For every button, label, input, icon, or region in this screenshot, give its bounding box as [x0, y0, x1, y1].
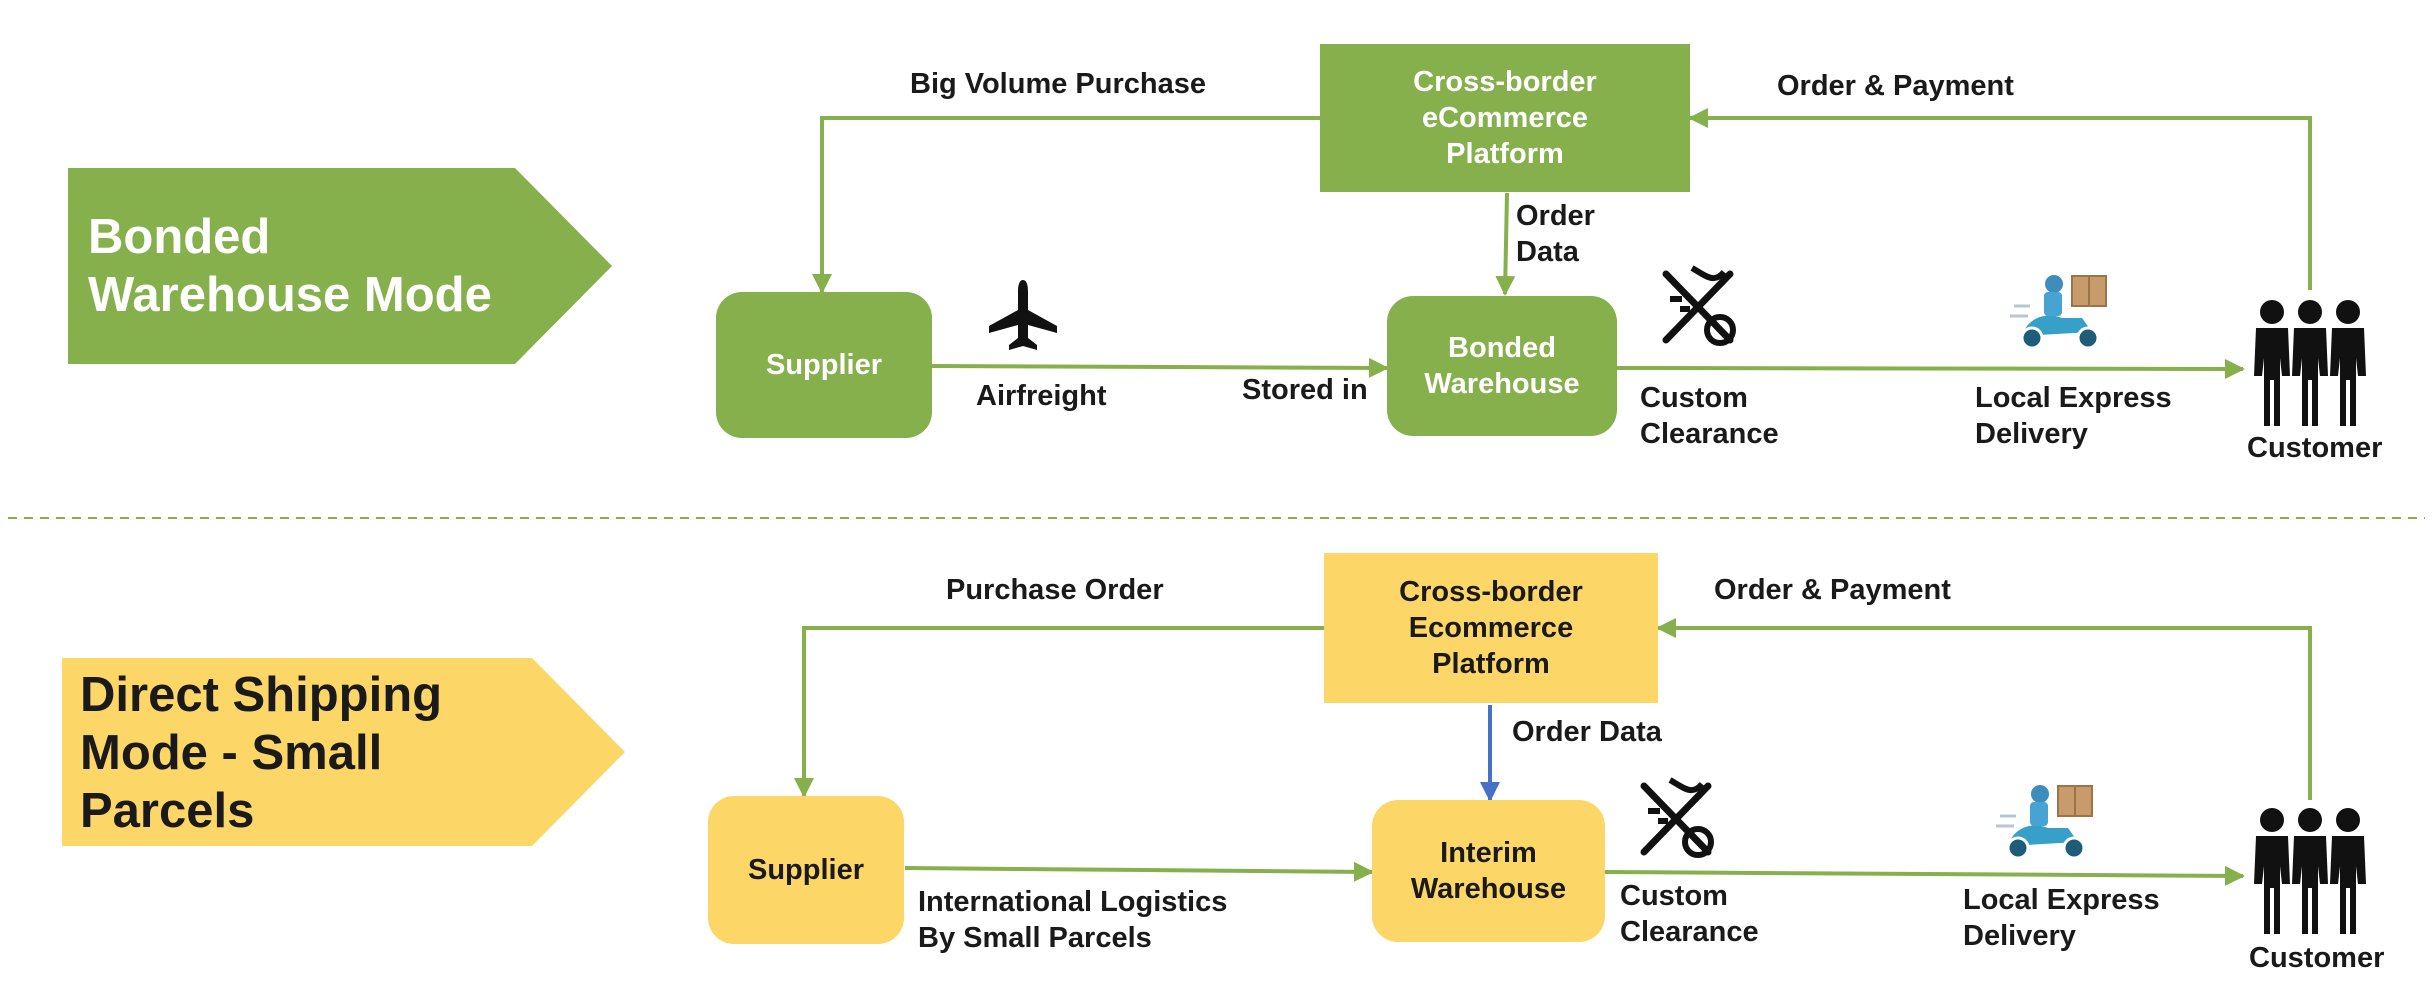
direct-banner-shape: [62, 658, 625, 846]
bonded-platform-box: Cross-border eCommerce Platform: [1320, 44, 1690, 192]
interim-warehouse-box: Interim Warehouse: [1372, 800, 1605, 942]
bonded-banner-shape: [68, 168, 612, 364]
customs-icon: [1662, 265, 1736, 346]
customer-label: Customer: [2247, 432, 2383, 464]
big-volume-label: Big Volume Purchase: [910, 68, 1206, 100]
intl-logistics-label: International Logistics By Small Parcels: [918, 886, 1228, 954]
airfreight-label: Airfreight: [976, 380, 1107, 412]
arrow-warehouse-to-customer-2: [1604, 865, 2245, 886]
local-express-label-2: Local Express Delivery: [1963, 884, 2160, 952]
purchase-order-label: Purchase Order: [946, 574, 1164, 606]
custom-clearance-label: Custom Clearance: [1640, 382, 1779, 450]
customer-group-icon: [2254, 808, 2366, 934]
direct-platform-box: Cross-border Ecommerce Platform: [1324, 553, 1658, 703]
direct-banner: Direct Shipping Mode - Small Parcels: [80, 668, 443, 838]
bonded-warehouse-box: Bonded Warehouse: [1387, 296, 1617, 436]
arrow-platform-to-supplier-2: [794, 626, 1324, 798]
arrow-customer-to-platform-2: [1656, 618, 2312, 800]
stored-in-label: Stored in: [1242, 374, 1368, 406]
arrow-supplier-to-warehouse-2: [904, 861, 1374, 882]
local-express-label: Local Express Delivery: [1975, 382, 2172, 450]
arrow-platform-to-warehouse: [1495, 192, 1516, 296]
customs-icon: [1640, 777, 1714, 858]
order-payment-label: Order & Payment: [1777, 70, 2014, 102]
direct-supplier-box: Supplier: [708, 796, 904, 944]
bonded-banner: Bonded Warehouse Mode: [88, 210, 492, 322]
customer-group-icon: [2254, 300, 2366, 426]
airplane-icon: [989, 280, 1057, 350]
arrow-supplier-to-warehouse: [931, 357, 1389, 378]
delivery-scooter-icon: [1996, 785, 2093, 860]
arrow-customer-to-platform: [1688, 108, 2312, 290]
arrow-warehouse-to-customer: [1616, 358, 2245, 379]
custom-clearance-label-2: Custom Clearance: [1620, 880, 1759, 948]
delivery-scooter-icon: [2010, 275, 2107, 350]
order-data-label: Order Data: [1516, 200, 1595, 268]
order-payment-label-2: Order & Payment: [1714, 574, 1951, 606]
bonded-supplier-box: Supplier: [716, 292, 932, 438]
customer-label-2: Customer: [2249, 942, 2385, 974]
order-data-label-2: Order Data: [1512, 716, 1662, 748]
arrow-platform-to-supplier: [812, 116, 1320, 294]
